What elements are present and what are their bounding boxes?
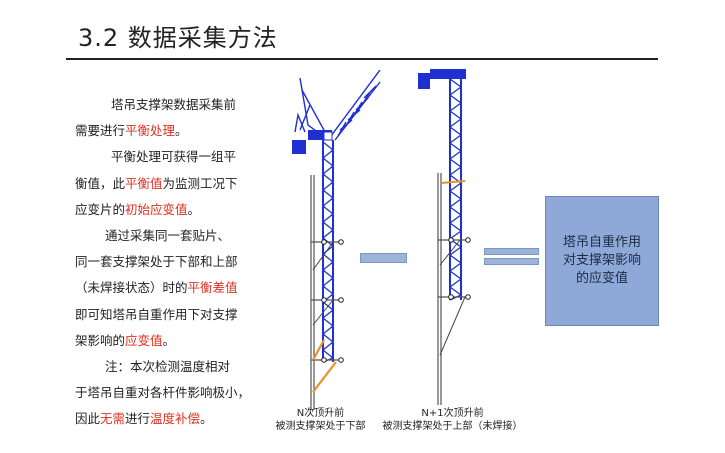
text-segment: 塔吊支撑架数据采集前 bbox=[111, 97, 237, 112]
equals-symbol-top bbox=[484, 248, 539, 255]
text-line: 架影响的应变值。 bbox=[75, 328, 275, 354]
text-segment: 架影响的 bbox=[75, 332, 126, 348]
text-segment: 需要进行 bbox=[75, 123, 126, 139]
crane-diagram-right bbox=[418, 69, 471, 405]
text-segment: 。 bbox=[175, 123, 188, 139]
text-segment: 应变片的 bbox=[75, 201, 126, 217]
caption-left-line2: 被测支撑架处于下部 bbox=[275, 421, 366, 432]
page-title: 3.2 数据采集方法 bbox=[78, 24, 278, 52]
result-line-2: 对支撑架影响 bbox=[562, 253, 641, 268]
text-segment: 进行 bbox=[125, 411, 151, 427]
caption-left-line1: N次顶升前 bbox=[296, 408, 345, 419]
caption-left: N次顶升前 被测支撑架处于下部 bbox=[263, 407, 378, 433]
text-line: 注：本次检测温度相对 bbox=[75, 354, 275, 380]
text-line: 同一套支撑架处于下部和上部 bbox=[75, 249, 275, 275]
caption-right: N+1次顶升前 被测支撑架处于上部（未焊接） bbox=[380, 407, 525, 433]
crane-diagram-left bbox=[292, 70, 381, 410]
highlight-term: 平衡差值 bbox=[187, 280, 238, 296]
minus-symbol bbox=[360, 253, 407, 263]
text-segment: 因此 bbox=[75, 411, 101, 427]
text-segment: 衡值，此 bbox=[75, 175, 126, 191]
text-segment: 即可知塔吊自重作用下对支撑 bbox=[75, 306, 238, 322]
text-segment: 同一套支撑架处于下部和上部 bbox=[75, 254, 238, 270]
text-line: 于塔吊自重对各杆件影响极小， bbox=[75, 380, 275, 406]
text-line: 应变片的初始应变值。 bbox=[75, 197, 275, 223]
highlight-term: 应变值 bbox=[125, 332, 163, 348]
text-line: （未焊接状态）时的平衡差值 bbox=[75, 275, 275, 301]
text-line: 通过采集同一套贴片、 bbox=[75, 223, 275, 249]
text-segment: 为监测工况下 bbox=[162, 175, 238, 191]
text-segment: 注：本次检测温度相对 bbox=[105, 359, 231, 375]
text-line: 衡值，此平衡值为监测工况下 bbox=[75, 171, 275, 197]
text-line: 需要进行平衡处理。 bbox=[75, 118, 275, 144]
text-segment: 。 bbox=[162, 332, 176, 348]
result-line-1: 塔吊自重作用 bbox=[562, 235, 641, 250]
caption-right-line1: N+1次顶升前 bbox=[421, 408, 484, 419]
text-line: 因此无需进行温度补偿。 bbox=[75, 406, 275, 432]
text-segment: 。 bbox=[187, 201, 201, 217]
result-box: 塔吊自重作用 对支撑架影响 的应变值 bbox=[545, 196, 659, 326]
text-segment: （未焊接状态）时的 bbox=[75, 280, 188, 296]
title-divider bbox=[66, 58, 658, 60]
text-segment: 。 bbox=[200, 411, 213, 427]
equals-symbol-bottom bbox=[484, 258, 539, 265]
text-line: 即可知塔吊自重作用下对支撑 bbox=[75, 302, 275, 328]
highlight-term: 温度补偿 bbox=[150, 411, 201, 427]
text-segment: 通过采集同一套贴片、 bbox=[105, 228, 231, 244]
text-segment: 于塔吊自重对各杆件影响极小， bbox=[75, 385, 251, 401]
highlight-term: 初始应变值 bbox=[125, 201, 188, 217]
highlight-term: 无需 bbox=[100, 411, 126, 427]
highlight-term: 平衡处理 bbox=[125, 123, 176, 139]
result-line-3: 的应变值 bbox=[575, 271, 628, 286]
text-segment: 平衡处理可获得一组平 bbox=[111, 149, 237, 165]
highlight-term: 平衡值 bbox=[125, 175, 163, 191]
text-line: 平衡处理可获得一组平 bbox=[75, 144, 275, 170]
caption-right-line2: 被测支撑架处于上部（未焊接） bbox=[382, 421, 523, 432]
text-line: 塔吊支撑架数据采集前 bbox=[75, 92, 275, 118]
description-text: 塔吊支撑架数据采集前需要进行平衡处理。平衡处理可获得一组平衡值，此平衡值为监测工… bbox=[75, 92, 275, 433]
